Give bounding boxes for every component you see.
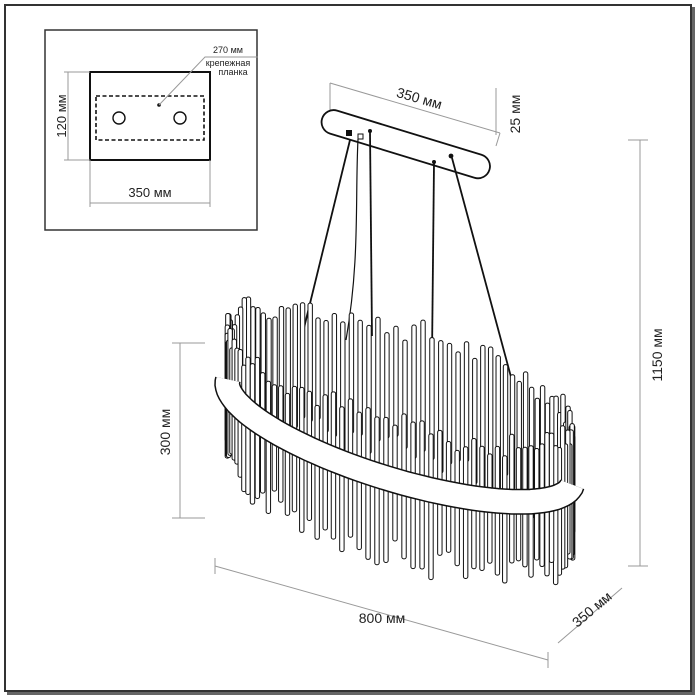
crystal-rod — [374, 416, 380, 566]
mounting-inset: 120 мм 350 мм 270 мм крепежная планка — [44, 29, 258, 231]
crystal-rod — [339, 406, 345, 553]
chandelier-band — [214, 376, 585, 515]
crystal-rod — [315, 317, 321, 420]
total-height-label: 1150 мм — [649, 328, 665, 381]
inset-box — [44, 29, 258, 231]
crystal-rod — [249, 363, 256, 505]
crystal-rod — [265, 380, 272, 514]
plate-name-line1: крепежная — [206, 58, 251, 68]
canopy — [320, 109, 491, 180]
crystal-rod — [455, 351, 461, 462]
crystal-rod — [314, 404, 320, 540]
band-stroke — [215, 377, 583, 514]
crystal-rod — [462, 446, 469, 579]
mount-hole — [112, 111, 126, 125]
depth-label: 350 мм — [569, 588, 615, 630]
canopy-length-label: 350 мм — [395, 84, 444, 112]
mount-hole — [173, 111, 187, 125]
length-label: 800 мм — [359, 610, 406, 626]
crystal-rod — [463, 341, 470, 463]
suspension-wires — [302, 131, 512, 378]
plate-width-label: 270 мм — [213, 45, 243, 55]
inset-width-label: 350 мм — [128, 185, 171, 200]
plate-name-line2: планка — [218, 67, 247, 77]
inset-height-label: 120 мм — [54, 94, 69, 137]
crystal-rod — [284, 392, 291, 516]
mounting-plate-outline — [95, 95, 205, 141]
canopy-height-label: 25 мм — [507, 95, 523, 134]
leader-line — [158, 56, 258, 106]
drawing-frame — [4, 4, 692, 692]
crystal-rod — [502, 455, 508, 584]
canopy-top-view — [89, 71, 211, 161]
body-height-label: 300 мм — [157, 409, 173, 456]
crystal-rod — [393, 325, 399, 438]
crystal-rod — [428, 433, 434, 581]
